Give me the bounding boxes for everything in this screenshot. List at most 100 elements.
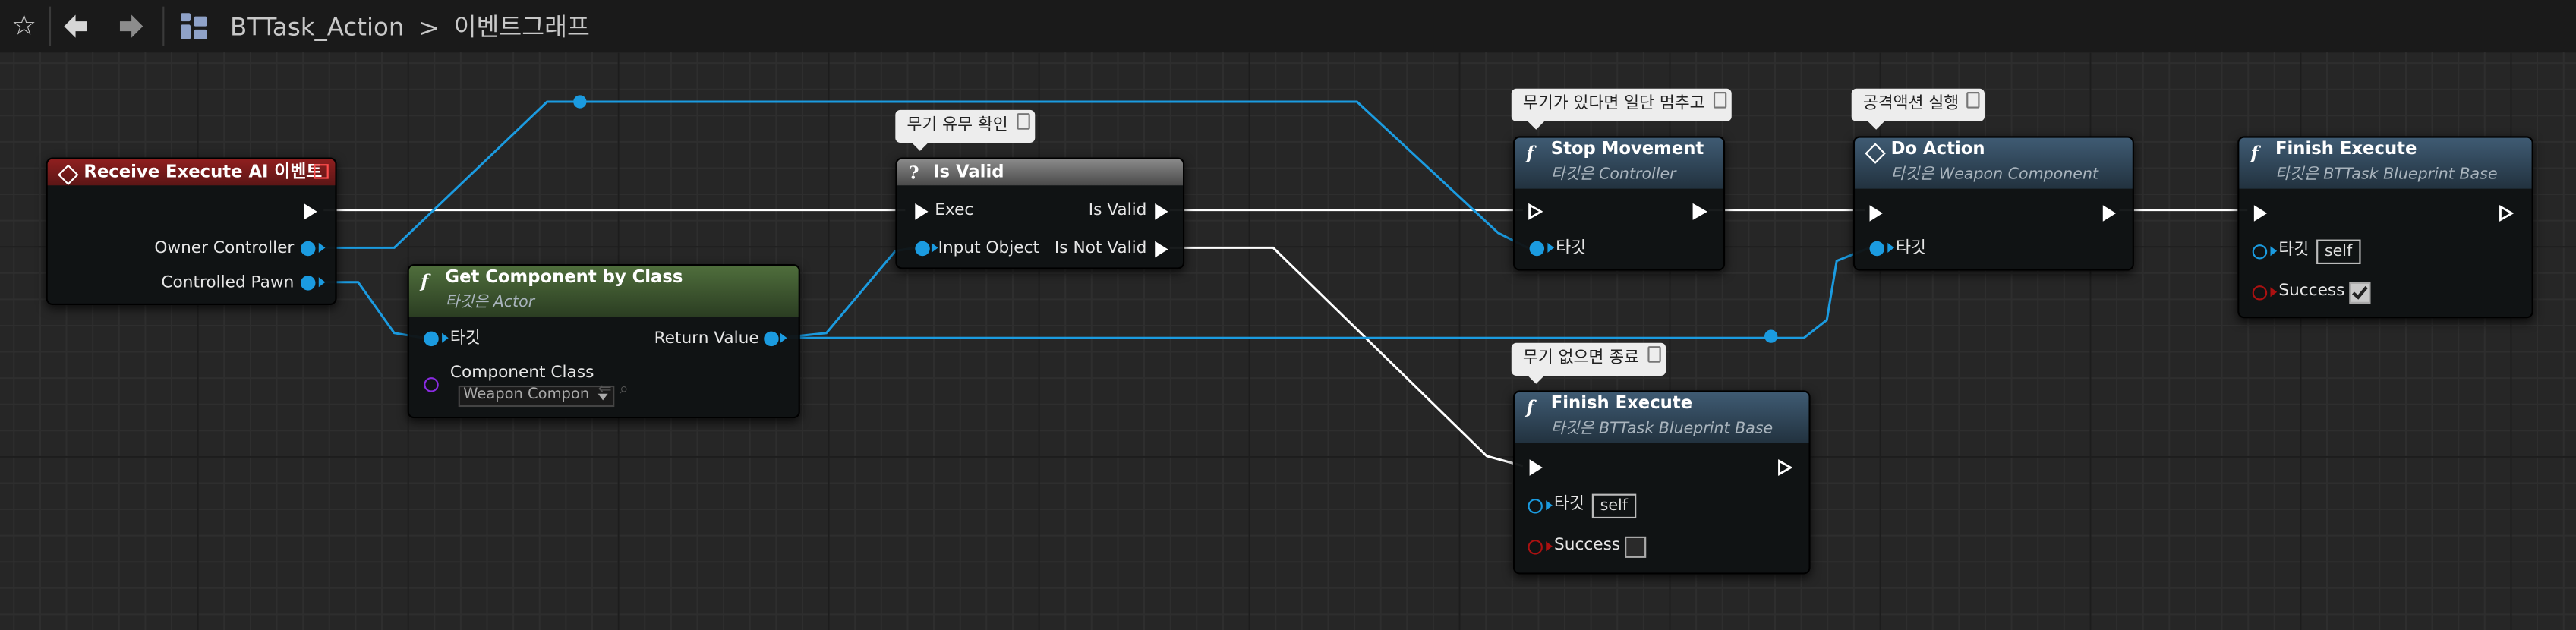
- pin-label: Success: [2278, 282, 2345, 301]
- function-icon: f: [2250, 143, 2259, 165]
- pin-label: 타깃: [1896, 239, 1926, 258]
- pin-label: Controlled Pawn: [161, 273, 295, 292]
- breadcrumb-separator: >: [418, 12, 440, 43]
- node-get-component-by-class[interactable]: f Get Component by Class 타깃은 Actor 타깃 Re…: [407, 264, 800, 419]
- event-icon: [58, 164, 79, 185]
- toolbar-divider: [162, 6, 165, 46]
- pin-icon[interactable]: [1967, 92, 1981, 109]
- comment-is-valid[interactable]: 무기 유무 확인: [895, 109, 1035, 151]
- exec-in-pin[interactable]: [1528, 203, 1543, 220]
- node-finish-execute-success[interactable]: f Finish Execute 타깃은 BTTask Blueprint Ba…: [2237, 136, 2533, 319]
- comment-finish-fail[interactable]: 무기 없으면 종료: [1511, 342, 1666, 384]
- blueprint-graph-icon: [181, 13, 207, 39]
- pin-label: Return Value: [654, 329, 759, 348]
- exec-in-pin[interactable]: [1869, 205, 1883, 222]
- pin-label: 타깃: [2278, 241, 2310, 260]
- success-checkbox[interactable]: [1625, 536, 1647, 558]
- function-icon: f: [1526, 397, 1534, 419]
- node-title: Receive Execute AI 이벤트: [84, 162, 323, 182]
- exec-out-pin[interactable]: [2499, 205, 2514, 222]
- node-title: Do Action: [1890, 139, 1985, 159]
- component-class-dropdown[interactable]: Weapon Compon: [458, 385, 614, 408]
- dropdown-value: Weapon Compon: [463, 387, 590, 404]
- self-value: self: [2316, 239, 2361, 265]
- graph-toolbar: ☆ BTTask_Action > 이벤트그래프: [0, 0, 2576, 55]
- pin-icon[interactable]: [1016, 113, 1029, 130]
- comment-text: 무기 유무 확인: [906, 116, 1008, 135]
- node-target-label: 타깃은 Actor: [445, 293, 535, 312]
- node-header[interactable]: f Get Component by Class 타깃은 Actor: [408, 266, 799, 317]
- exec-out-pin[interactable]: [304, 203, 317, 220]
- interface-call-icon: [1865, 143, 1886, 164]
- arrow-left-icon[interactable]: [62, 13, 89, 39]
- node-title: Stop Movement: [1550, 139, 1704, 159]
- node-header[interactable]: ? Is Valid: [897, 159, 1184, 186]
- comment-stop-movement[interactable]: 무기가 있다면 일단 멈추고: [1511, 88, 1732, 130]
- node-receive-execute-ai[interactable]: Receive Execute AI 이벤트 Owner Controller …: [46, 157, 337, 306]
- exec-out-pin[interactable]: [1777, 459, 1792, 476]
- use-selected-icon[interactable]: ⇐: [597, 380, 612, 399]
- success-pin[interactable]: [1528, 540, 1543, 555]
- target-pin[interactable]: [1869, 241, 1884, 257]
- node-is-valid[interactable]: ? Is Valid Exec Is Valid Input Object Is…: [895, 157, 1185, 269]
- comment-do-action[interactable]: 공격액션 실행: [1851, 88, 1985, 130]
- owner-controller-pin[interactable]: [300, 241, 316, 257]
- node-header[interactable]: Do Action 타깃은 Weapon Component: [1855, 137, 2133, 189]
- is-valid-exec-out-pin[interactable]: [1155, 203, 1168, 220]
- exec-in-pin[interactable]: [2253, 205, 2268, 222]
- node-stop-movement[interactable]: f Stop Movement 타깃은 Controller 타깃: [1512, 136, 1726, 271]
- node-target-label: 타깃은 Controller: [1550, 165, 1676, 184]
- node-header[interactable]: f Finish Execute 타깃은 BTTask Blueprint Ba…: [1515, 392, 1809, 443]
- pin-arrow-icon: [1547, 242, 1555, 253]
- exec-out-pin[interactable]: [1692, 203, 1707, 220]
- is-not-valid-exec-out-pin[interactable]: [1155, 241, 1168, 258]
- function-icon: f: [1526, 143, 1534, 165]
- target-pin[interactable]: [424, 331, 439, 347]
- controlled-pawn-pin[interactable]: [300, 276, 316, 291]
- node-finish-execute-fail[interactable]: f Finish Execute 타깃은 BTTask Blueprint Ba…: [1512, 390, 1811, 575]
- pin-icon[interactable]: [1713, 92, 1726, 109]
- graph-canvas[interactable]: [0, 52, 2576, 630]
- exec-in-pin[interactable]: [915, 203, 929, 220]
- target-pin[interactable]: [1528, 499, 1543, 514]
- input-object-pin[interactable]: [915, 241, 930, 257]
- success-pin[interactable]: [2252, 285, 2268, 301]
- pin-arrow-icon: [1546, 500, 1553, 511]
- return-value-pin[interactable]: [764, 331, 779, 347]
- pin-arrow-icon: [1887, 242, 1894, 253]
- pin-label: 타깃: [1554, 495, 1584, 514]
- pin-label: Is Valid: [1088, 201, 1147, 220]
- breadcrumb-graph[interactable]: 이벤트그래프: [453, 12, 590, 43]
- node-header[interactable]: f Finish Execute 타깃은 BTTask Blueprint Ba…: [2239, 137, 2532, 189]
- node-title: Finish Execute: [2275, 139, 2417, 159]
- breadcrumb-asset[interactable]: BTTask_Action: [229, 12, 405, 43]
- pin-arrow-icon: [931, 242, 938, 253]
- node-title: Get Component by Class: [445, 267, 683, 288]
- star-outline-icon[interactable]: ☆: [11, 9, 37, 43]
- pin-label: Input Object: [938, 239, 1039, 258]
- pin-arrow-icon: [318, 242, 326, 253]
- exec-in-pin[interactable]: [1529, 459, 1543, 476]
- pin-icon[interactable]: [1647, 346, 1661, 363]
- pin-arrow-icon: [318, 277, 326, 288]
- success-checkbox[interactable]: [2349, 282, 2371, 304]
- arrow-right-icon[interactable]: [118, 13, 145, 39]
- node-title: Finish Execute: [1550, 393, 1693, 414]
- node-header[interactable]: f Stop Movement 타깃은 Controller: [1515, 137, 1723, 189]
- pin-arrow-icon: [2270, 246, 2278, 257]
- target-pin[interactable]: [2252, 244, 2268, 260]
- node-target-label: 타깃은 BTTask Blueprint Base: [2275, 165, 2498, 184]
- component-class-pin[interactable]: [424, 377, 439, 392]
- pin-arrow-icon: [780, 332, 787, 343]
- node-do-action[interactable]: Do Action 타깃은 Weapon Component 타깃: [1852, 136, 2134, 271]
- pin-arrow-icon: [1546, 541, 1553, 552]
- delegate-pin-icon[interactable]: [314, 164, 329, 179]
- comment-text: 무기가 있다면 일단 멈추고: [1522, 95, 1705, 114]
- exec-out-pin[interactable]: [2102, 205, 2117, 222]
- pin-arrow-icon: [2270, 287, 2278, 298]
- browse-search-icon[interactable]: ⌕: [619, 380, 629, 399]
- node-target-label: 타깃은 BTTask Blueprint Base: [1550, 420, 1774, 439]
- target-pin[interactable]: [1529, 241, 1545, 257]
- node-header[interactable]: Receive Execute AI 이벤트: [47, 159, 336, 186]
